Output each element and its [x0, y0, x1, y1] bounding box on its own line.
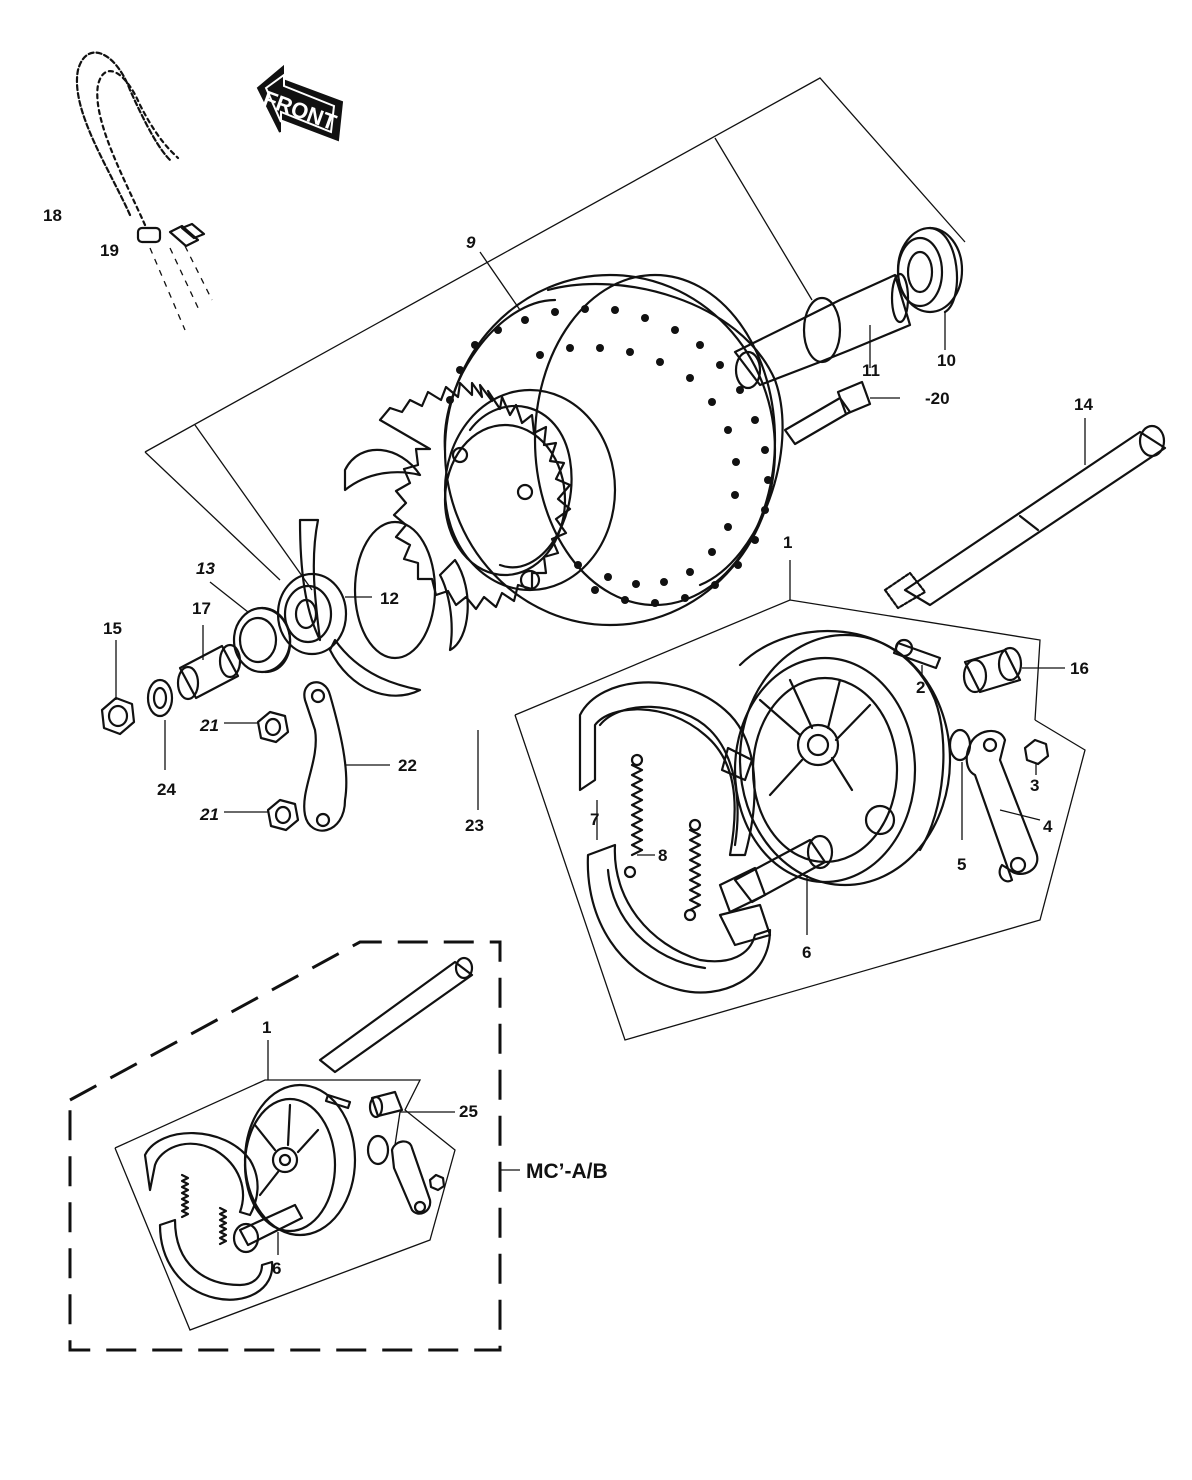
- callout-25: 25: [459, 1102, 478, 1121]
- hub-bolt-20: [783, 380, 900, 446]
- brake-spring-8a: [623, 753, 644, 879]
- callout-21-lower: 21: [199, 805, 219, 824]
- callout-labels: 18 19 9 10 11 -20 14 1 13 12 17 15 16 2 …: [43, 206, 1093, 1278]
- chain-clip: [168, 224, 200, 248]
- front-direction-arrow-icon: FRONT: [256, 64, 344, 142]
- rear-axle-14: [883, 418, 1167, 610]
- nut-21-lower: [224, 798, 300, 832]
- brake-cam-6: [718, 834, 834, 935]
- inset-brake-assembly: [114, 956, 474, 1331]
- bolt-2: [892, 638, 942, 675]
- collar-17: [176, 625, 242, 701]
- wheel-bearing-10: [896, 226, 964, 350]
- brake-shoe-lower: [586, 843, 772, 994]
- callout-6-inset: 6: [272, 1259, 281, 1278]
- callout-13: 13: [196, 559, 215, 578]
- oil-seal-13: [209, 581, 292, 674]
- callout-5: 5: [957, 855, 966, 874]
- callout-20: -20: [925, 389, 950, 408]
- callout-4: 4: [1043, 817, 1053, 836]
- callout-24: 24: [157, 780, 176, 799]
- nut-3: [1023, 738, 1050, 775]
- rear-wheel-hub: [443, 273, 784, 627]
- callout-11: 11: [862, 361, 880, 380]
- callout-22: 22: [398, 756, 417, 775]
- callout-7: 7: [590, 810, 599, 829]
- callout-21-upper: 21: [199, 716, 219, 735]
- callout-16: 16: [1070, 659, 1089, 678]
- rear-sprocket-23: [298, 381, 572, 810]
- nut-21-upper: [224, 710, 290, 744]
- variant-label: MC’-A/B: [526, 1160, 608, 1183]
- brake-panel-1: [733, 630, 952, 887]
- drive-chain: [75, 51, 213, 331]
- variant-inset-box: MC’-A/B: [68, 940, 608, 1352]
- callout-19: 19: [100, 241, 119, 260]
- o-ring-5: [948, 728, 972, 840]
- callout-6: 6: [802, 943, 811, 962]
- callout-1: 1: [783, 533, 792, 552]
- brake-shoe-upper: [578, 681, 756, 857]
- hub-flange-holes: [446, 305, 772, 607]
- callout-18: 18: [43, 206, 62, 225]
- brake-leaders: [596, 800, 655, 856]
- hub-group-outline: [144, 77, 966, 591]
- callout-2: 2: [916, 678, 925, 697]
- brake-spring-8b: [683, 818, 702, 922]
- callout-15: 15: [103, 619, 122, 638]
- callout-1-inset: 1: [262, 1018, 271, 1037]
- callout-9: 9: [466, 233, 476, 252]
- brake-lever-4: [965, 729, 1041, 883]
- callout-17: 17: [192, 599, 211, 618]
- washer-24: [146, 678, 174, 770]
- callout-8: 8: [658, 846, 667, 865]
- chain-master-link: [136, 226, 162, 244]
- callout-23: 23: [465, 816, 484, 835]
- callout-3: 3: [1030, 776, 1039, 795]
- adjuster-plate-22: [303, 681, 390, 832]
- callout-12: 12: [380, 589, 399, 608]
- collar-16: [962, 646, 1065, 694]
- callout-10: 10: [937, 351, 956, 370]
- axle-nut-15: [100, 640, 136, 736]
- brake-group-outline: [514, 560, 1086, 1041]
- callout-14: 14: [1074, 395, 1093, 414]
- hub-sleeve-11: [733, 272, 912, 390]
